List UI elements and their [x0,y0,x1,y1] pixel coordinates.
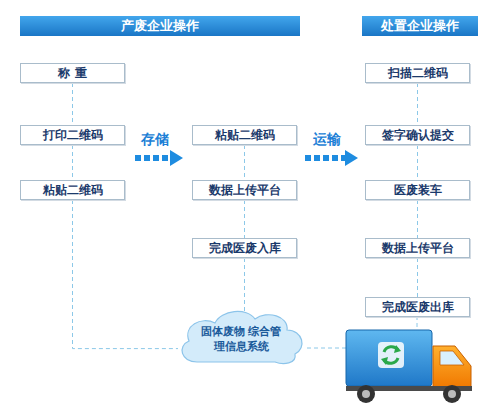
node-text: 数据上传平台 [209,182,281,199]
dashed-connector [417,145,418,180]
flow-arrow [305,150,358,166]
process-box: 粘贴二维码 [192,125,297,145]
process-box: 称 重 [20,63,125,83]
dashed-connector [417,200,418,238]
header-bar: 产废企业操作 [20,16,300,36]
dashed-connector [72,83,73,125]
truck-illustration [346,330,472,403]
node-text: 医废装车 [394,182,442,199]
dashed-connector [417,258,418,297]
node-text: 称 重 [58,65,86,82]
node-text: 扫描二维码 [388,65,448,82]
process-box: 粘贴二维码 [20,180,125,200]
system-cloud: 固体废物 综合管理信息系统 [175,308,307,366]
dashed-link [417,316,418,330]
dashed-link [307,348,346,349]
node-text: 完成医废入库 [209,240,281,257]
dashed-connector [244,145,245,180]
flow-arrow [135,150,183,166]
node-text: 粘贴二维码 [215,127,275,144]
node-text: 粘贴二维码 [43,182,103,199]
process-box: 完成医废入库 [192,238,297,258]
node-text: 打印二维码 [43,127,103,144]
dashed-connector [244,200,245,238]
header-bar: 处置企业操作 [362,16,478,36]
node-text: 签字确认提交 [382,127,454,144]
dashed-connector [72,145,73,180]
node-text: 完成医废出库 [382,299,454,316]
process-box: 签字确认提交 [365,125,470,145]
flow-label: 存储 [141,131,169,149]
dashed-connector [244,258,245,314]
node-text: 数据上传平台 [382,240,454,257]
flow-label: 运输 [313,131,341,149]
dashed-connector [73,200,179,349]
process-box: 医废装车 [365,180,470,200]
process-box: 扫描二维码 [365,63,470,83]
node-text: 固体废物 综合管理信息系统 [197,324,285,354]
header-text: 产废企业操作 [121,17,199,35]
process-box: 数据上传平台 [365,238,470,258]
process-box: 完成医废出库 [365,297,470,317]
cloud-outline [182,311,302,363]
process-box: 数据上传平台 [192,180,297,200]
dashed-connector [417,83,418,125]
process-box: 打印二维码 [20,125,125,145]
header-text: 处置企业操作 [381,17,459,35]
